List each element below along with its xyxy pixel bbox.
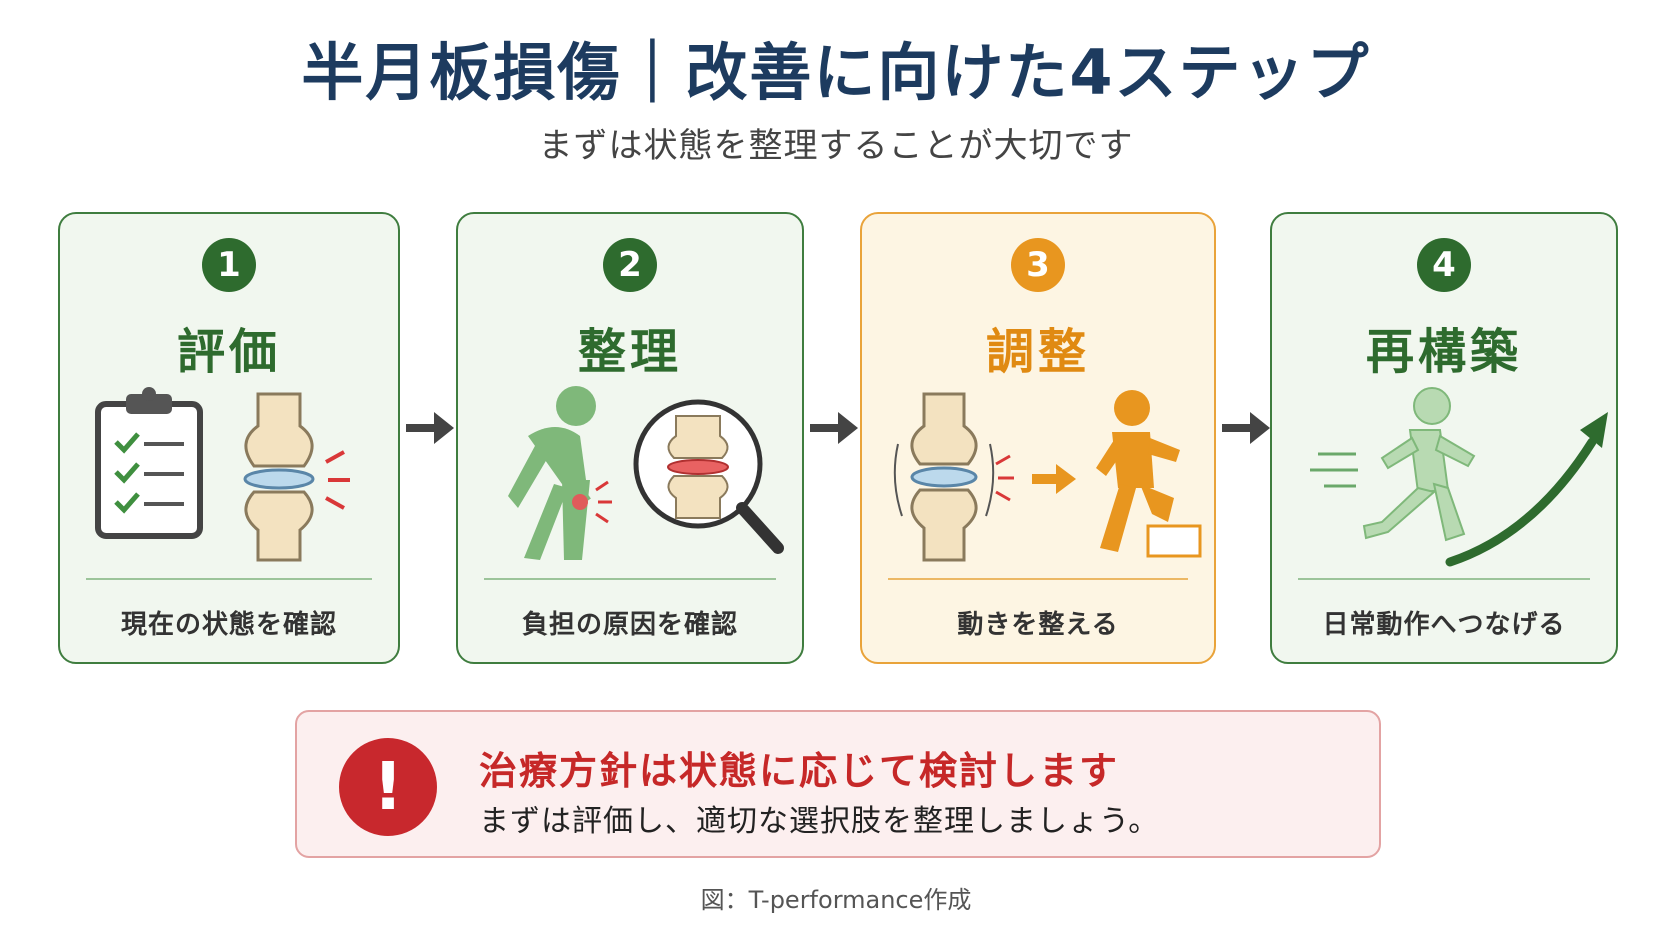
step-description: 負担の原因を確認 [521,610,738,640]
step-heading: 整理 [577,324,682,380]
step-heading: 調整 [985,324,1090,380]
arrow-right-icon [1222,412,1270,444]
exclamation-icon: ! [339,738,437,836]
step-description: 動きを整える [957,610,1119,640]
step-heading: 再構築 [1365,324,1522,380]
runner-rising-arrow-icon [1272,384,1616,784]
card-divider [86,578,372,580]
notice-title: 治療方針は状態に応じて検討します [479,749,1120,793]
step-heading: 評価 [176,324,281,380]
notice-box: ! 治療方針は状態に応じて検討します まずは評価し、適切な選択肢を整理しましょう… [295,710,1381,858]
step-description: 日常動作へつなげる [1322,610,1566,640]
card-divider [888,578,1188,580]
person-knee-magnifier-icon [458,384,802,784]
step-number-badge: 3 [1011,238,1065,292]
card-divider [1298,578,1590,580]
step-description: 現在の状態を確認 [120,610,337,640]
step-card-2: 2 整理 負担の原因を確認 [456,212,804,664]
step-number-badge: 2 [603,238,657,292]
step-card-4: 4 再構築 日常動作へつなげる [1270,212,1618,664]
arrow-right-icon [406,412,454,444]
clipboard-knee-pain-icon [60,384,398,784]
step-number-badge: 1 [202,238,256,292]
card-divider [484,578,776,580]
step-card-1: 1 評価 現在の状態を確認 [58,212,400,664]
step-number-badge: 4 [1417,238,1471,292]
knee-step-up-icon [862,384,1214,784]
page-subtitle: まずは状態を整理することが大切です [538,126,1134,166]
page-title: 半月板損傷｜改善に向けた4ステップ [301,36,1371,109]
notice-body: まずは評価し、適切な選択肢を整理しましょう。 [479,804,1160,839]
step-card-3: 3 調整 動きを整える [860,212,1216,664]
figure-credit: 図：T-performance作成 [700,886,972,914]
arrow-right-icon [810,412,858,444]
